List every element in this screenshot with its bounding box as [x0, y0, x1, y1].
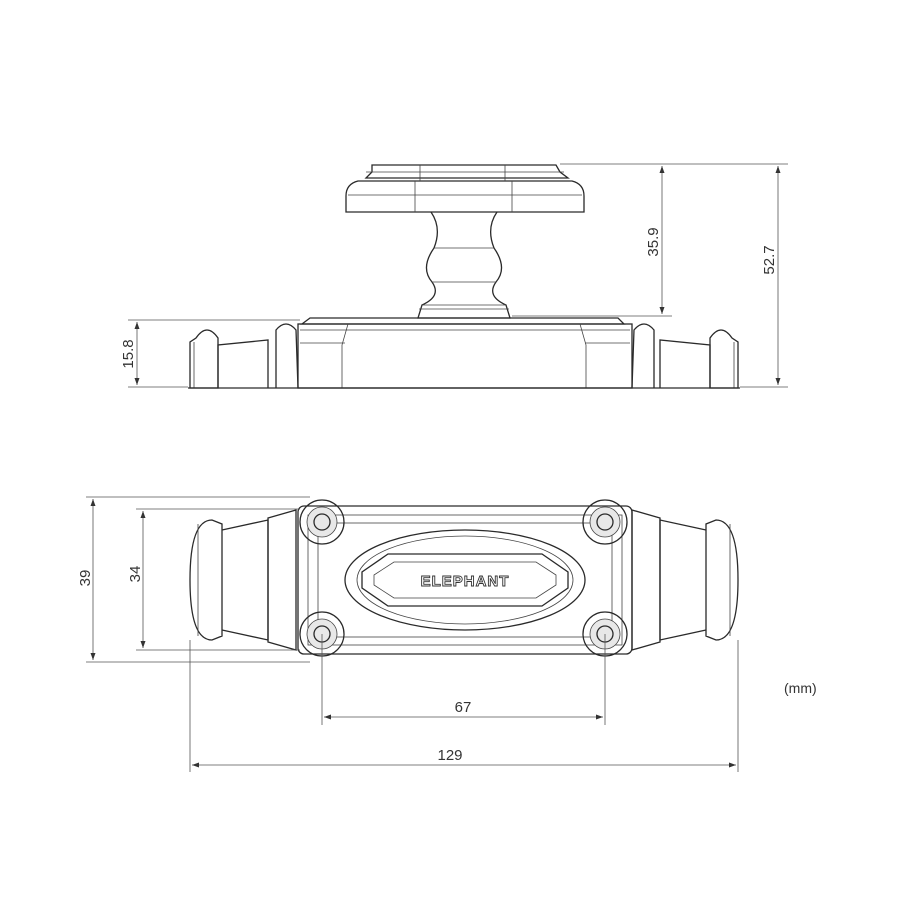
knob-cap — [345, 164, 585, 213]
dimension-base-height: 15.8 — [120, 319, 300, 388]
units-label: (mm) — [784, 680, 817, 696]
brand-logo: ELEPHANT — [421, 573, 510, 590]
base-plate — [297, 317, 633, 389]
dim-39: 39 — [77, 570, 94, 587]
end-left — [189, 323, 299, 389]
knob-stem — [417, 211, 511, 319]
dim-67: 67 — [455, 699, 472, 716]
dimension-total-length: 129 — [189, 640, 739, 772]
dimension-hole-vertical: 34 — [127, 508, 300, 651]
end-right — [631, 323, 739, 389]
dim-15-8: 15.8 — [120, 339, 137, 368]
dimension-total-height: 52.7 — [672, 163, 788, 388]
end-right-top — [631, 509, 739, 651]
top-view: ELEPHANT — [189, 499, 739, 657]
dim-35-9: 35.9 — [645, 227, 662, 256]
dimension-body-width: 39 — [77, 496, 310, 663]
screw-hole-top-right — [582, 499, 628, 545]
dim-34: 34 — [127, 566, 144, 583]
dimension-hole-horizontal: 67 — [321, 634, 606, 725]
dimension-knob-height: 35.9 — [512, 163, 672, 317]
screw-hole-top-left — [299, 499, 345, 545]
side-view — [188, 164, 740, 389]
dim-52-7: 52.7 — [761, 245, 778, 274]
dim-129: 129 — [437, 747, 462, 764]
body-top: ELEPHANT — [297, 505, 633, 655]
end-left-top — [189, 509, 297, 651]
